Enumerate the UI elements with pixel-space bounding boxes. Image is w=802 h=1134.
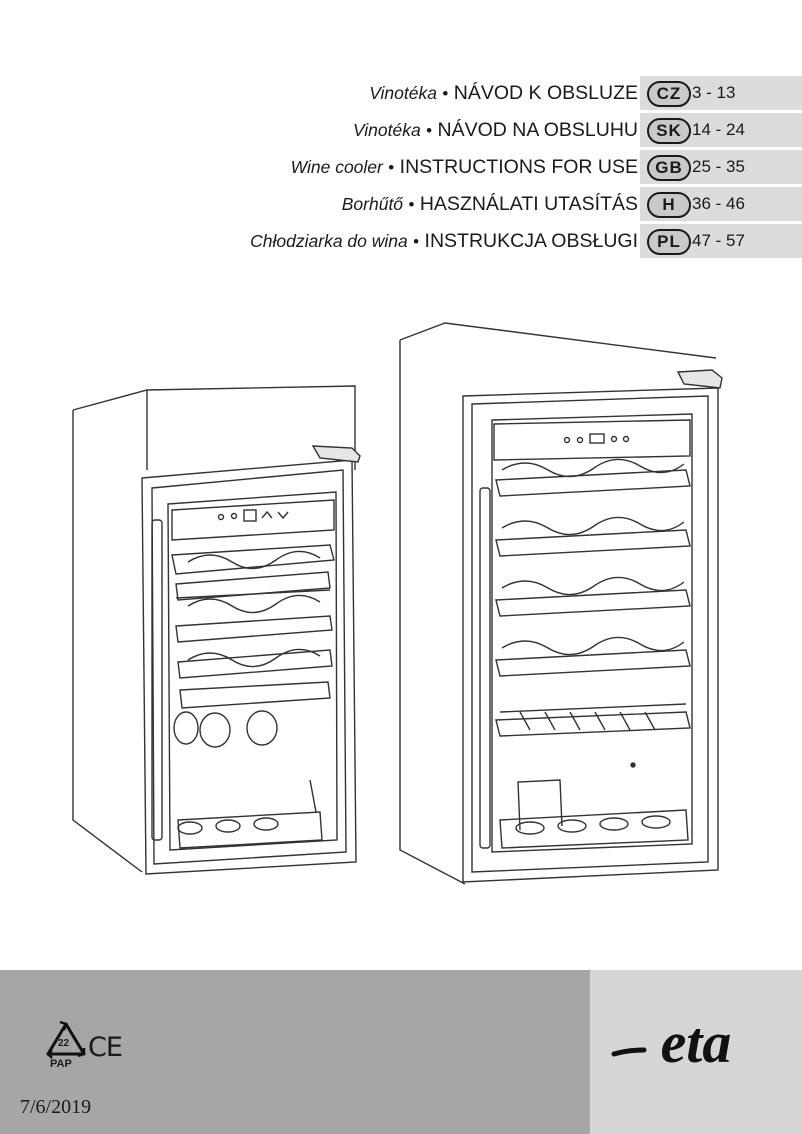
brand-logo-text: eta	[661, 1010, 732, 1075]
separator: •	[413, 232, 420, 251]
product-name: Vinotéka	[369, 83, 437, 103]
manual-title: NÁVOD K OBSLUZE	[453, 82, 638, 104]
eta-logo: eta	[611, 1010, 732, 1075]
language-title: Wine cooler • INSTRUCTIONS FOR USE	[291, 155, 638, 180]
recycling-icon	[46, 1020, 86, 1059]
recycling-number: 22	[58, 1038, 70, 1049]
separator: •	[426, 121, 433, 140]
page-range: 25 - 35	[692, 157, 745, 176]
language-code-badge: GB	[647, 155, 691, 181]
product-name: Wine cooler	[290, 157, 383, 177]
page-range-bar: PL 47 - 57	[640, 224, 802, 258]
language-row-h[interactable]: Borhűtő • HASZNÁLATI UTASÍTÁS H 36 - 46	[0, 187, 802, 223]
large-wine-cooler	[399, 322, 723, 885]
page-range-bar: SK 14 - 24	[640, 113, 802, 147]
language-code-badge: H	[647, 192, 691, 218]
page-range: 36 - 46	[692, 194, 745, 213]
small-wine-cooler	[72, 385, 361, 875]
language-code-badge: CZ	[647, 81, 691, 107]
product-name: Chłodziarka do wina	[250, 231, 408, 251]
language-row-pl[interactable]: Chłodziarka do wina • INSTRUKCJA OBSŁUGI…	[0, 224, 802, 260]
page-range-bar: GB 25 - 35	[640, 150, 802, 184]
manual-title: NÁVOD NA OBSLUHU	[437, 119, 638, 141]
separator: •	[388, 158, 395, 177]
language-row-cz[interactable]: Vinotéka • NÁVOD K OBSLUZE CZ 3 - 13	[0, 76, 802, 112]
recycling-material: PAP	[50, 1058, 72, 1070]
language-title: Vinotéka • NÁVOD K OBSLUZE	[369, 81, 638, 106]
publication-date: 7/6/2019	[20, 1096, 92, 1118]
language-code-badge: SK	[647, 118, 691, 144]
page-range: 3 - 13	[692, 83, 736, 102]
ce-mark: CE	[88, 1032, 123, 1063]
separator: •	[442, 84, 449, 103]
page-range-bar: H 36 - 46	[640, 187, 802, 221]
manual-title: INSTRUKCJA OBSŁUGI	[424, 230, 638, 252]
page-range-bar: CZ 3 - 13	[640, 76, 802, 110]
page-range: 14 - 24	[692, 120, 745, 139]
language-title: Vinotéka • NÁVOD NA OBSLUHU	[353, 118, 638, 143]
wine-coolers-illustration	[72, 322, 723, 885]
language-row-sk[interactable]: Vinotéka • NÁVOD NA OBSLUHU SK 14 - 24	[0, 113, 802, 149]
product-name: Vinotéka	[352, 120, 421, 140]
language-title: Chłodziarka do wina • INSTRUKCJA OBSŁUGI	[250, 229, 638, 254]
separator: •	[408, 195, 415, 214]
footer-left-panel	[0, 970, 590, 1134]
manual-title: INSTRUCTIONS FOR USE	[399, 156, 638, 178]
language-title: Borhűtő • HASZNÁLATI UTASÍTÁS	[342, 192, 638, 217]
page-range: 47 - 57	[692, 231, 745, 250]
manual-title: HASZNÁLATI UTASÍTÁS	[419, 193, 638, 215]
product-name: Borhűtő	[341, 194, 404, 214]
language-code-badge: PL	[647, 229, 691, 255]
language-row-gb[interactable]: Wine cooler • INSTRUCTIONS FOR USE GB 25…	[0, 150, 802, 186]
